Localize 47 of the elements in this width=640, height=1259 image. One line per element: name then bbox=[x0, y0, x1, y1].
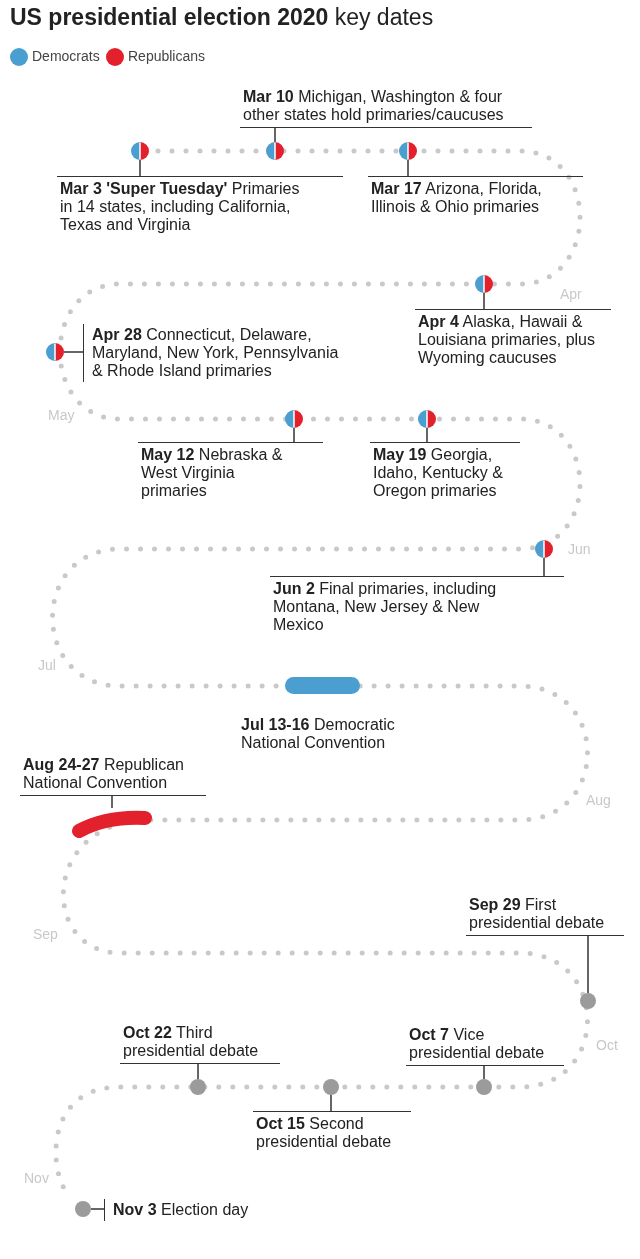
event-label: Mar 3 'Super Tuesday' Primaries in 14 states, including California, Texas and Virginia bbox=[57, 176, 343, 236]
convention-bar bbox=[285, 677, 360, 694]
leader-line bbox=[426, 427, 428, 443]
legend-label: Republicans bbox=[128, 48, 206, 64]
split-dot-marker bbox=[131, 142, 149, 160]
event-label: Mar 10 Michigan, Washington & four other states hold primaries/caucuses bbox=[240, 86, 532, 128]
dot-marker bbox=[476, 1079, 492, 1095]
split-dot-marker bbox=[475, 275, 493, 293]
leader-line bbox=[330, 1094, 332, 1112]
event-label: Mar 17 Arizona, Florida, Illinois & Ohio primaries bbox=[368, 176, 583, 218]
legend-label: Democrats bbox=[32, 48, 100, 64]
event-label: Jun 2 Final primaries, including Montana, New Jersey & New Mexico bbox=[270, 576, 564, 636]
convention-bar bbox=[72, 808, 152, 838]
leader-line bbox=[139, 159, 141, 177]
leader-line bbox=[90, 1208, 105, 1210]
leader-line bbox=[483, 292, 485, 310]
leader-line bbox=[587, 935, 589, 994]
leader-line bbox=[197, 1063, 199, 1080]
event-label: Oct 15 Second presidential debate bbox=[253, 1111, 411, 1153]
event-label: Nov 3 Election day bbox=[104, 1199, 274, 1221]
leader-line bbox=[111, 795, 113, 809]
split-dot-marker bbox=[535, 540, 553, 558]
event-label: Aug 24-27 Republican National Convention bbox=[20, 754, 206, 796]
leader-line bbox=[407, 159, 409, 177]
event-label: Apr 28 Connecticut, Delaware, Maryland, New York, Pennsylvania & Rhode Island primaries bbox=[83, 324, 353, 382]
split-dot-marker bbox=[266, 142, 284, 160]
dot-marker bbox=[190, 1079, 206, 1095]
event-label: Oct 22 Third presidential debate bbox=[120, 1022, 280, 1064]
leader-line bbox=[543, 557, 545, 577]
event-label: May 19 Georgia, Idaho, Kentucky & Oregon primaries bbox=[370, 442, 520, 502]
event-label: Oct 7 Vice presidential debate bbox=[406, 1024, 564, 1066]
chart-title: US presidential election 2020 key dates bbox=[10, 4, 434, 31]
event-label: Apr 4 Alaska, Hawaii & Louisiana primaries, plus Wyoming caucuses bbox=[415, 309, 611, 369]
leader-line bbox=[293, 427, 295, 443]
split-dot-marker bbox=[46, 343, 64, 361]
event-label: May 12 Nebraska & West Virginia primaries bbox=[138, 442, 323, 502]
leader-line bbox=[63, 351, 84, 353]
split-dot-marker bbox=[399, 142, 417, 160]
split-dot-marker bbox=[418, 410, 436, 428]
dot-marker bbox=[580, 993, 596, 1009]
event-label: Sep 29 First presidential debate bbox=[466, 894, 624, 936]
event-label: Jul 13-16 Democratic National Convention bbox=[240, 715, 396, 753]
leader-line bbox=[274, 127, 276, 143]
leader-line bbox=[483, 1065, 485, 1080]
split-dot-marker bbox=[285, 410, 303, 428]
dot-marker bbox=[323, 1079, 339, 1095]
dot-marker bbox=[75, 1201, 91, 1217]
